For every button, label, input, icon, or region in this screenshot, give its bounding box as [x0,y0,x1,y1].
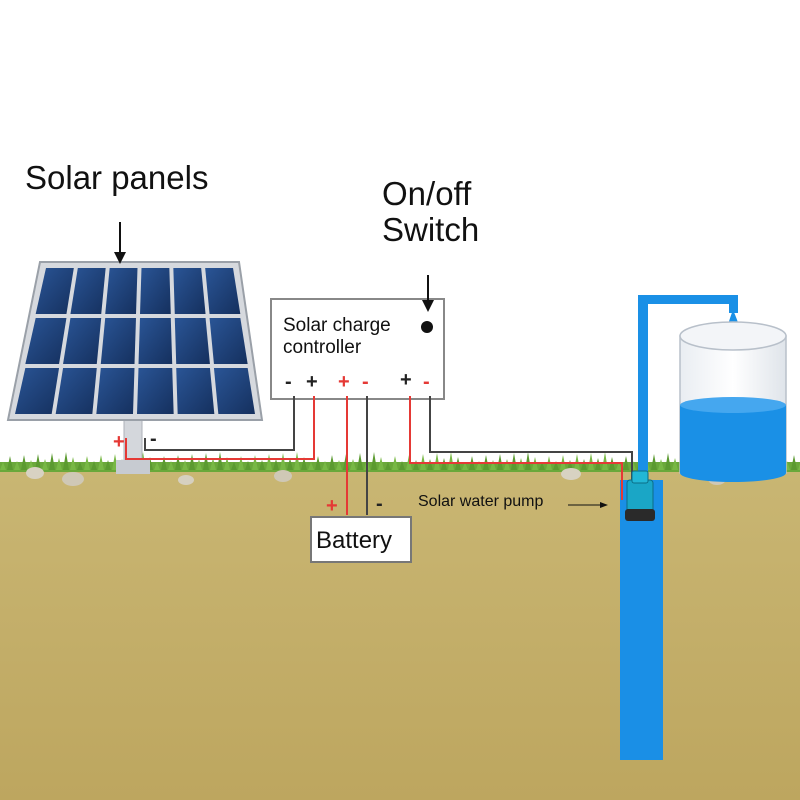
arrow-switch [422,275,434,312]
controller-load-plus: + [400,369,412,391]
solar-panels-label: Solar panels [25,159,209,196]
switch-label-line2: Switch [382,211,480,248]
charge-controller [270,298,445,400]
solar-cell [70,268,106,314]
switch-label: On/off Switch [382,176,479,248]
switch-label-line1: On/off [382,175,472,212]
solar-cell [35,268,74,314]
controller-label-line1: Solar charge [283,315,391,336]
solar-cell [100,318,136,364]
arrow-solar-panels [114,222,126,264]
solar-cell [213,368,255,414]
solar-cell [209,318,248,364]
solar-cell [137,368,174,414]
panel-plus: + [113,431,125,453]
solar-cell [205,268,241,314]
arrow-pump [568,502,608,508]
battery [310,516,412,563]
pump-label: Solar water pump [418,493,544,510]
well-shaft [620,480,663,760]
solar-cell [55,368,97,414]
solar-cell [63,318,102,364]
controller-battery-minus: - [362,371,369,393]
battery-plus: + [326,495,338,517]
solar-cell [138,318,173,364]
water-pump [625,470,655,521]
solar-cell [25,318,67,364]
battery-label: Battery [316,527,393,554]
controller-battery-plus: + [338,371,350,393]
solar-cell [15,368,60,414]
switch-button [421,321,433,333]
solar-cell [96,368,135,414]
controller-panel-minus: - [285,371,292,393]
water-tank [679,321,787,482]
controller-load-minus: - [423,371,430,393]
pipe-down [729,295,738,313]
battery-minus: - [376,493,383,515]
solar-panel [6,261,264,474]
pipe-vertical [638,295,648,480]
solar-cell [105,268,138,314]
controller-panel-plus: + [306,371,318,393]
controller-label: Solar charge controller [283,315,391,359]
solar-cell [140,268,171,314]
controller-label-line2: controller [283,337,362,358]
solar-cell [173,268,206,314]
panel-minus: - [150,428,157,450]
solar-cell [176,368,215,414]
pipe-horizontal [638,295,738,304]
solar-cell [174,318,210,364]
wires [125,396,633,515]
